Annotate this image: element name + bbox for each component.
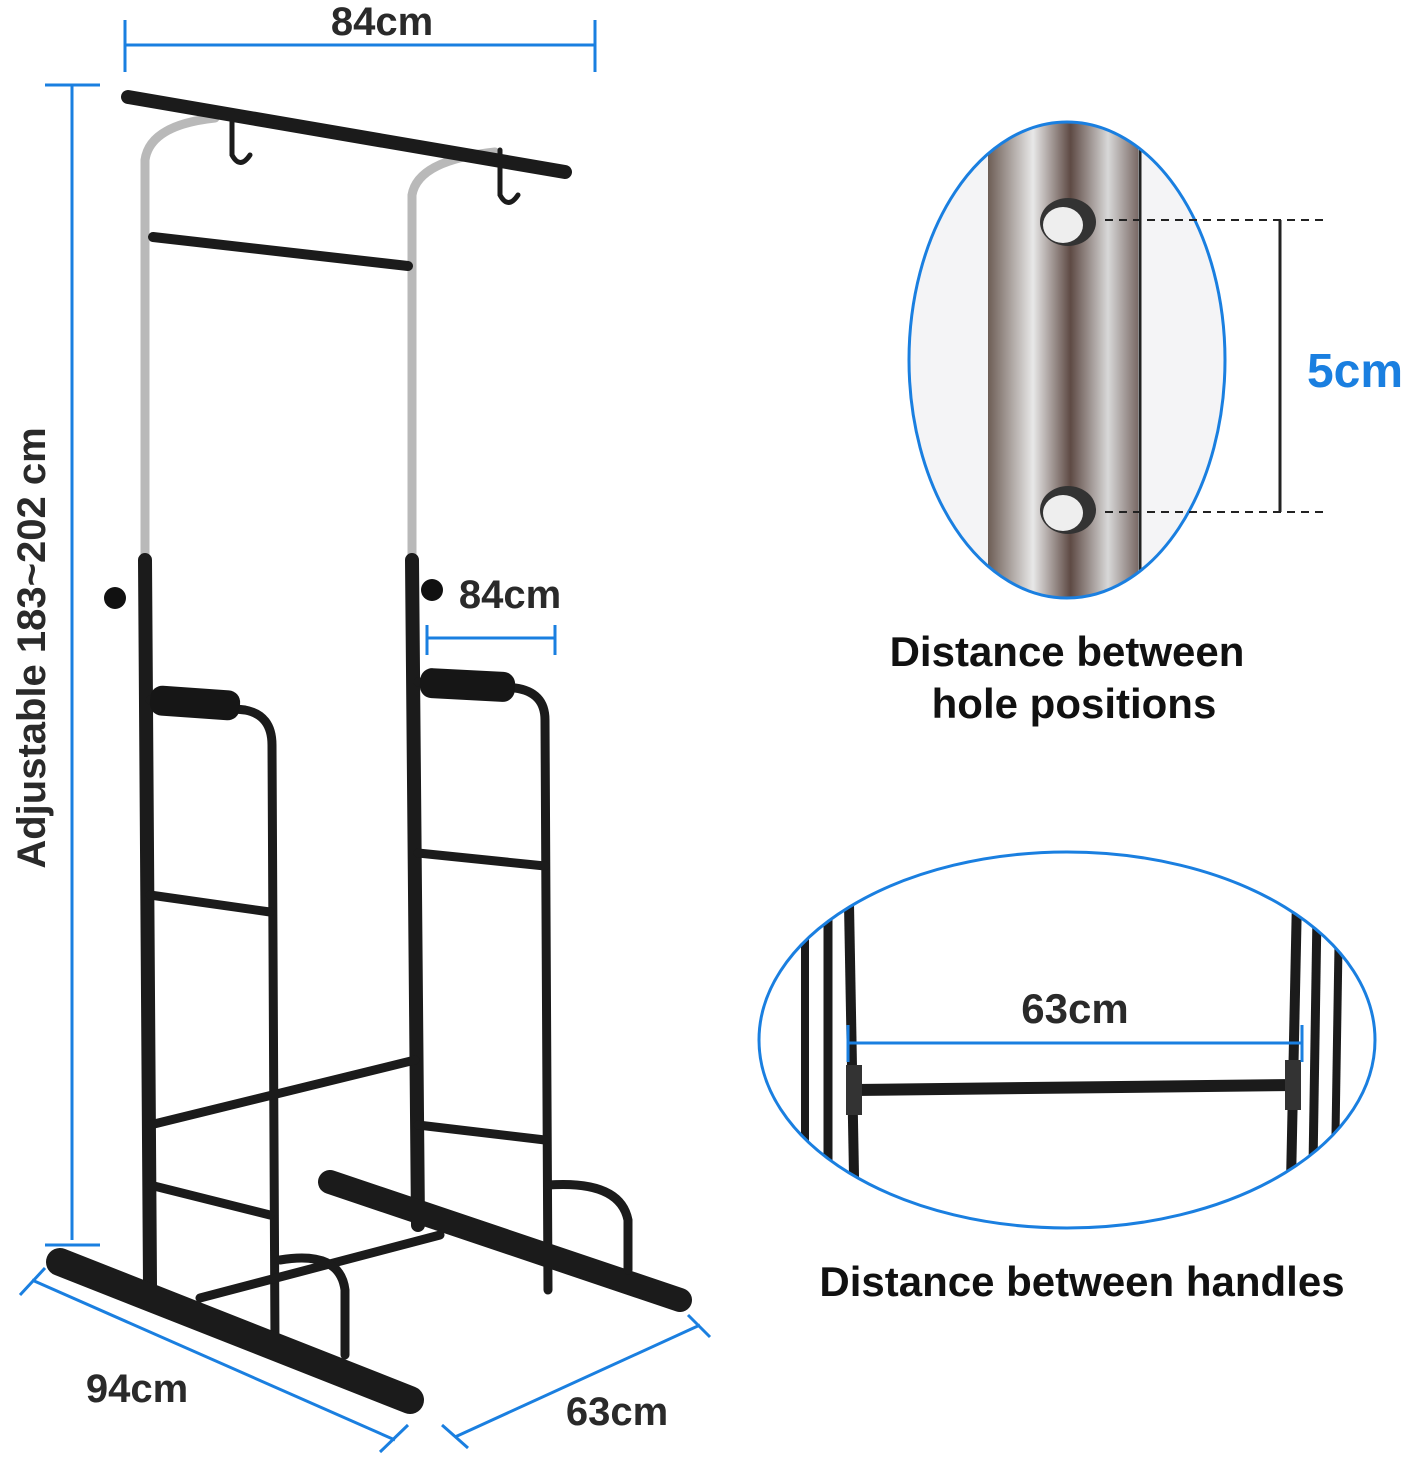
- handle-length-label: 84cm: [459, 573, 561, 617]
- adjust-knob-icon: [421, 579, 443, 601]
- handle-spacing-label: 63cm: [1021, 985, 1128, 1032]
- adjust-knob-icon: [104, 587, 126, 609]
- handle-detail-inset: [757, 850, 1377, 1230]
- handle-caption: Distance between handles: [819, 1258, 1344, 1305]
- hole-caption-line2: hole positions: [932, 680, 1217, 727]
- hole-spacing-label: 5cm: [1307, 345, 1403, 398]
- base-depth-label: 94cm: [86, 1367, 188, 1411]
- base-width-label: 63cm: [566, 1390, 668, 1434]
- power-tower-illustration: [46, 90, 692, 1414]
- top-width-label: 84cm: [331, 0, 433, 44]
- dimension-lines: [18, 20, 712, 1454]
- height-label: Adjustable 183~202 cm: [10, 427, 54, 868]
- hole-detail-inset: [907, 120, 1325, 600]
- hole-caption-line1: Distance between: [890, 628, 1245, 675]
